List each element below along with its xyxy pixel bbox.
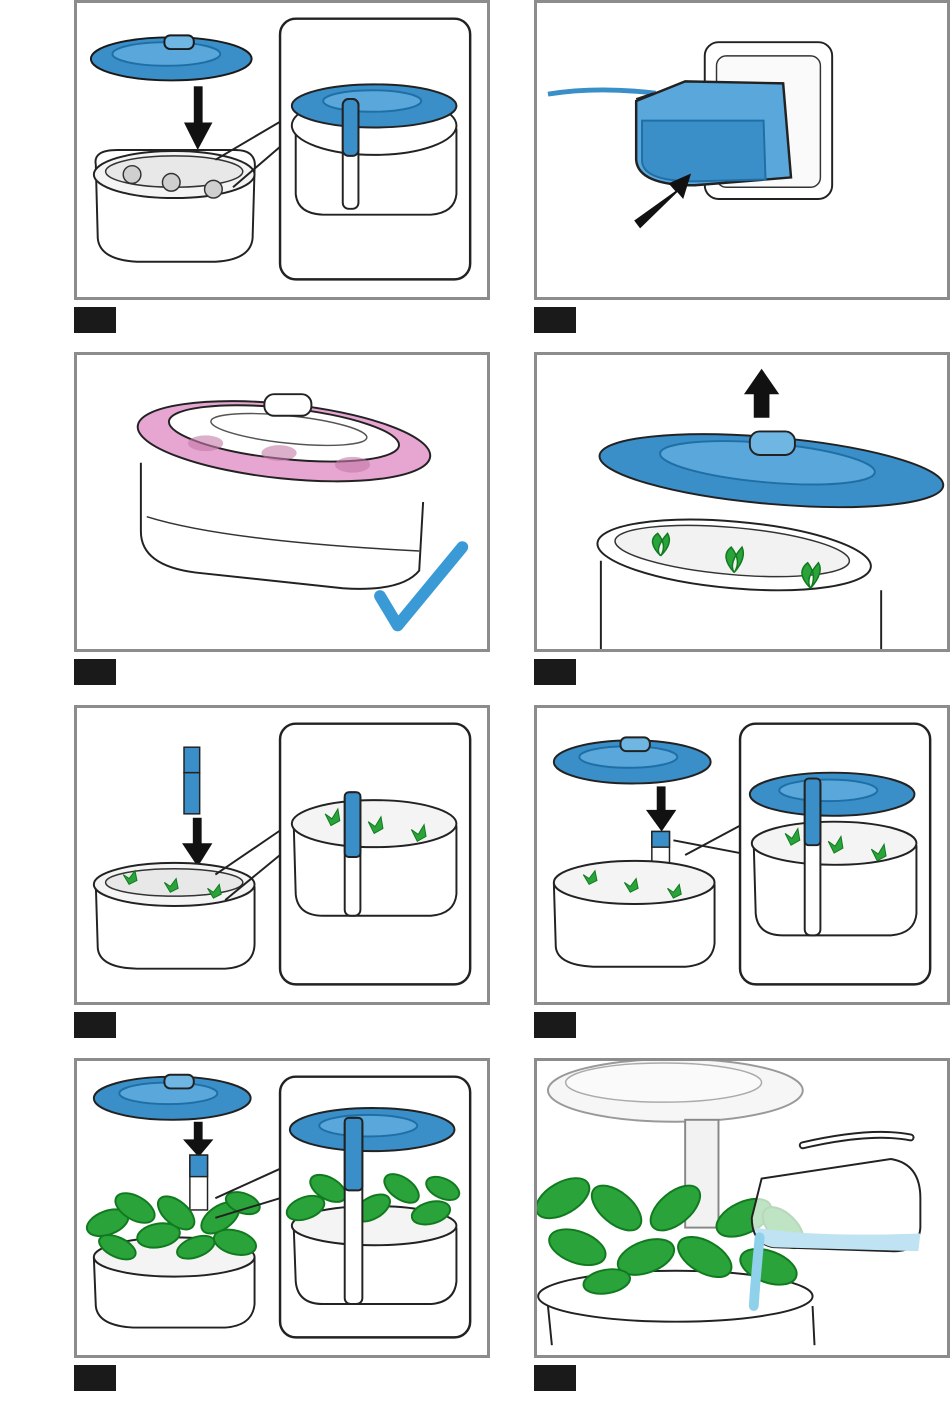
- panel-refill-water: [534, 1058, 950, 1358]
- step-label-7: [74, 1365, 116, 1391]
- arrow-down-icon: [182, 818, 212, 867]
- step-label-1: [74, 307, 116, 333]
- step-label-2: [534, 307, 576, 333]
- step-label-6: [534, 1012, 576, 1038]
- arrow-up-icon: [744, 369, 779, 418]
- step-label-3: [74, 659, 116, 685]
- panel-lid-fitted-check: [74, 352, 490, 652]
- water-jug: [752, 1135, 921, 1251]
- panel-remove-lid: [534, 352, 950, 652]
- illustration-plug-adapter: [537, 3, 947, 297]
- panel-level-indicator-with-lid: [534, 705, 950, 1005]
- panel-insert-level-indicator: [74, 705, 490, 1005]
- illustration-lid-fitted-check: [77, 355, 487, 649]
- illustration-level-indicator-with-lid: [537, 708, 947, 1002]
- illustration-insert-level-indicator: [77, 708, 487, 1002]
- illustration-lid-on-reservoir: [77, 3, 487, 297]
- panel-plug-adapter: [534, 0, 950, 300]
- illustration-grown-plants-indicator: [77, 1061, 487, 1355]
- step-label-5: [74, 1012, 116, 1038]
- panel-grown-plants-indicator: [74, 1058, 490, 1358]
- arrow-down-icon: [183, 1122, 213, 1157]
- illustration-remove-lid: [537, 355, 947, 649]
- step-label-4: [534, 659, 576, 685]
- illustration-refill-water: [537, 1061, 947, 1355]
- arrow-down-icon: [646, 786, 676, 831]
- arrow-down-icon: [184, 86, 212, 150]
- step-label-8: [534, 1365, 576, 1391]
- panel-lid-on-reservoir: [74, 0, 490, 300]
